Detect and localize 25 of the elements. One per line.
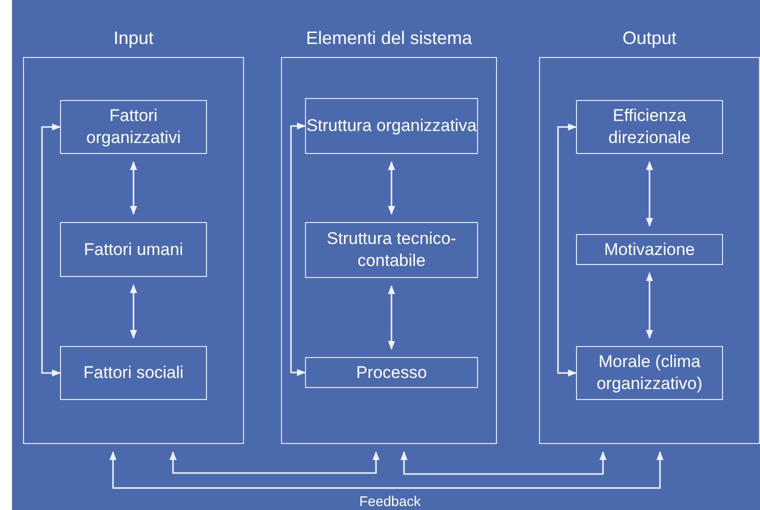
process-box: Fattori umani <box>60 222 207 277</box>
process-box: Efficienza direzionale <box>576 100 723 154</box>
arrow <box>388 161 396 215</box>
panel-heading: Input <box>112 27 155 50</box>
arrow <box>290 122 306 376</box>
process-box: Fattori sociali <box>60 346 207 400</box>
process-box: Processo <box>305 357 478 388</box>
arrow <box>557 123 577 377</box>
arrow <box>646 272 654 339</box>
process-box: Fattori organizzativi <box>60 100 207 154</box>
arrow <box>130 284 138 339</box>
arrow <box>109 451 664 489</box>
arrow <box>388 285 396 350</box>
panel-heading: Output <box>621 27 678 50</box>
process-box: Motivazione <box>576 234 723 265</box>
process-box: Struttura tecnico-contabile <box>305 222 478 278</box>
process-box: Morale (clima organizzativo) <box>576 346 723 400</box>
arrow <box>130 161 138 215</box>
process-box: Struttura organizzativa <box>305 98 478 154</box>
arrow <box>169 451 380 474</box>
feedback-label: Feedback <box>358 492 422 510</box>
arrow <box>41 123 61 377</box>
arrow <box>646 161 654 227</box>
panel-heading: Elementi del sistema <box>304 27 474 50</box>
arrow <box>400 451 607 475</box>
